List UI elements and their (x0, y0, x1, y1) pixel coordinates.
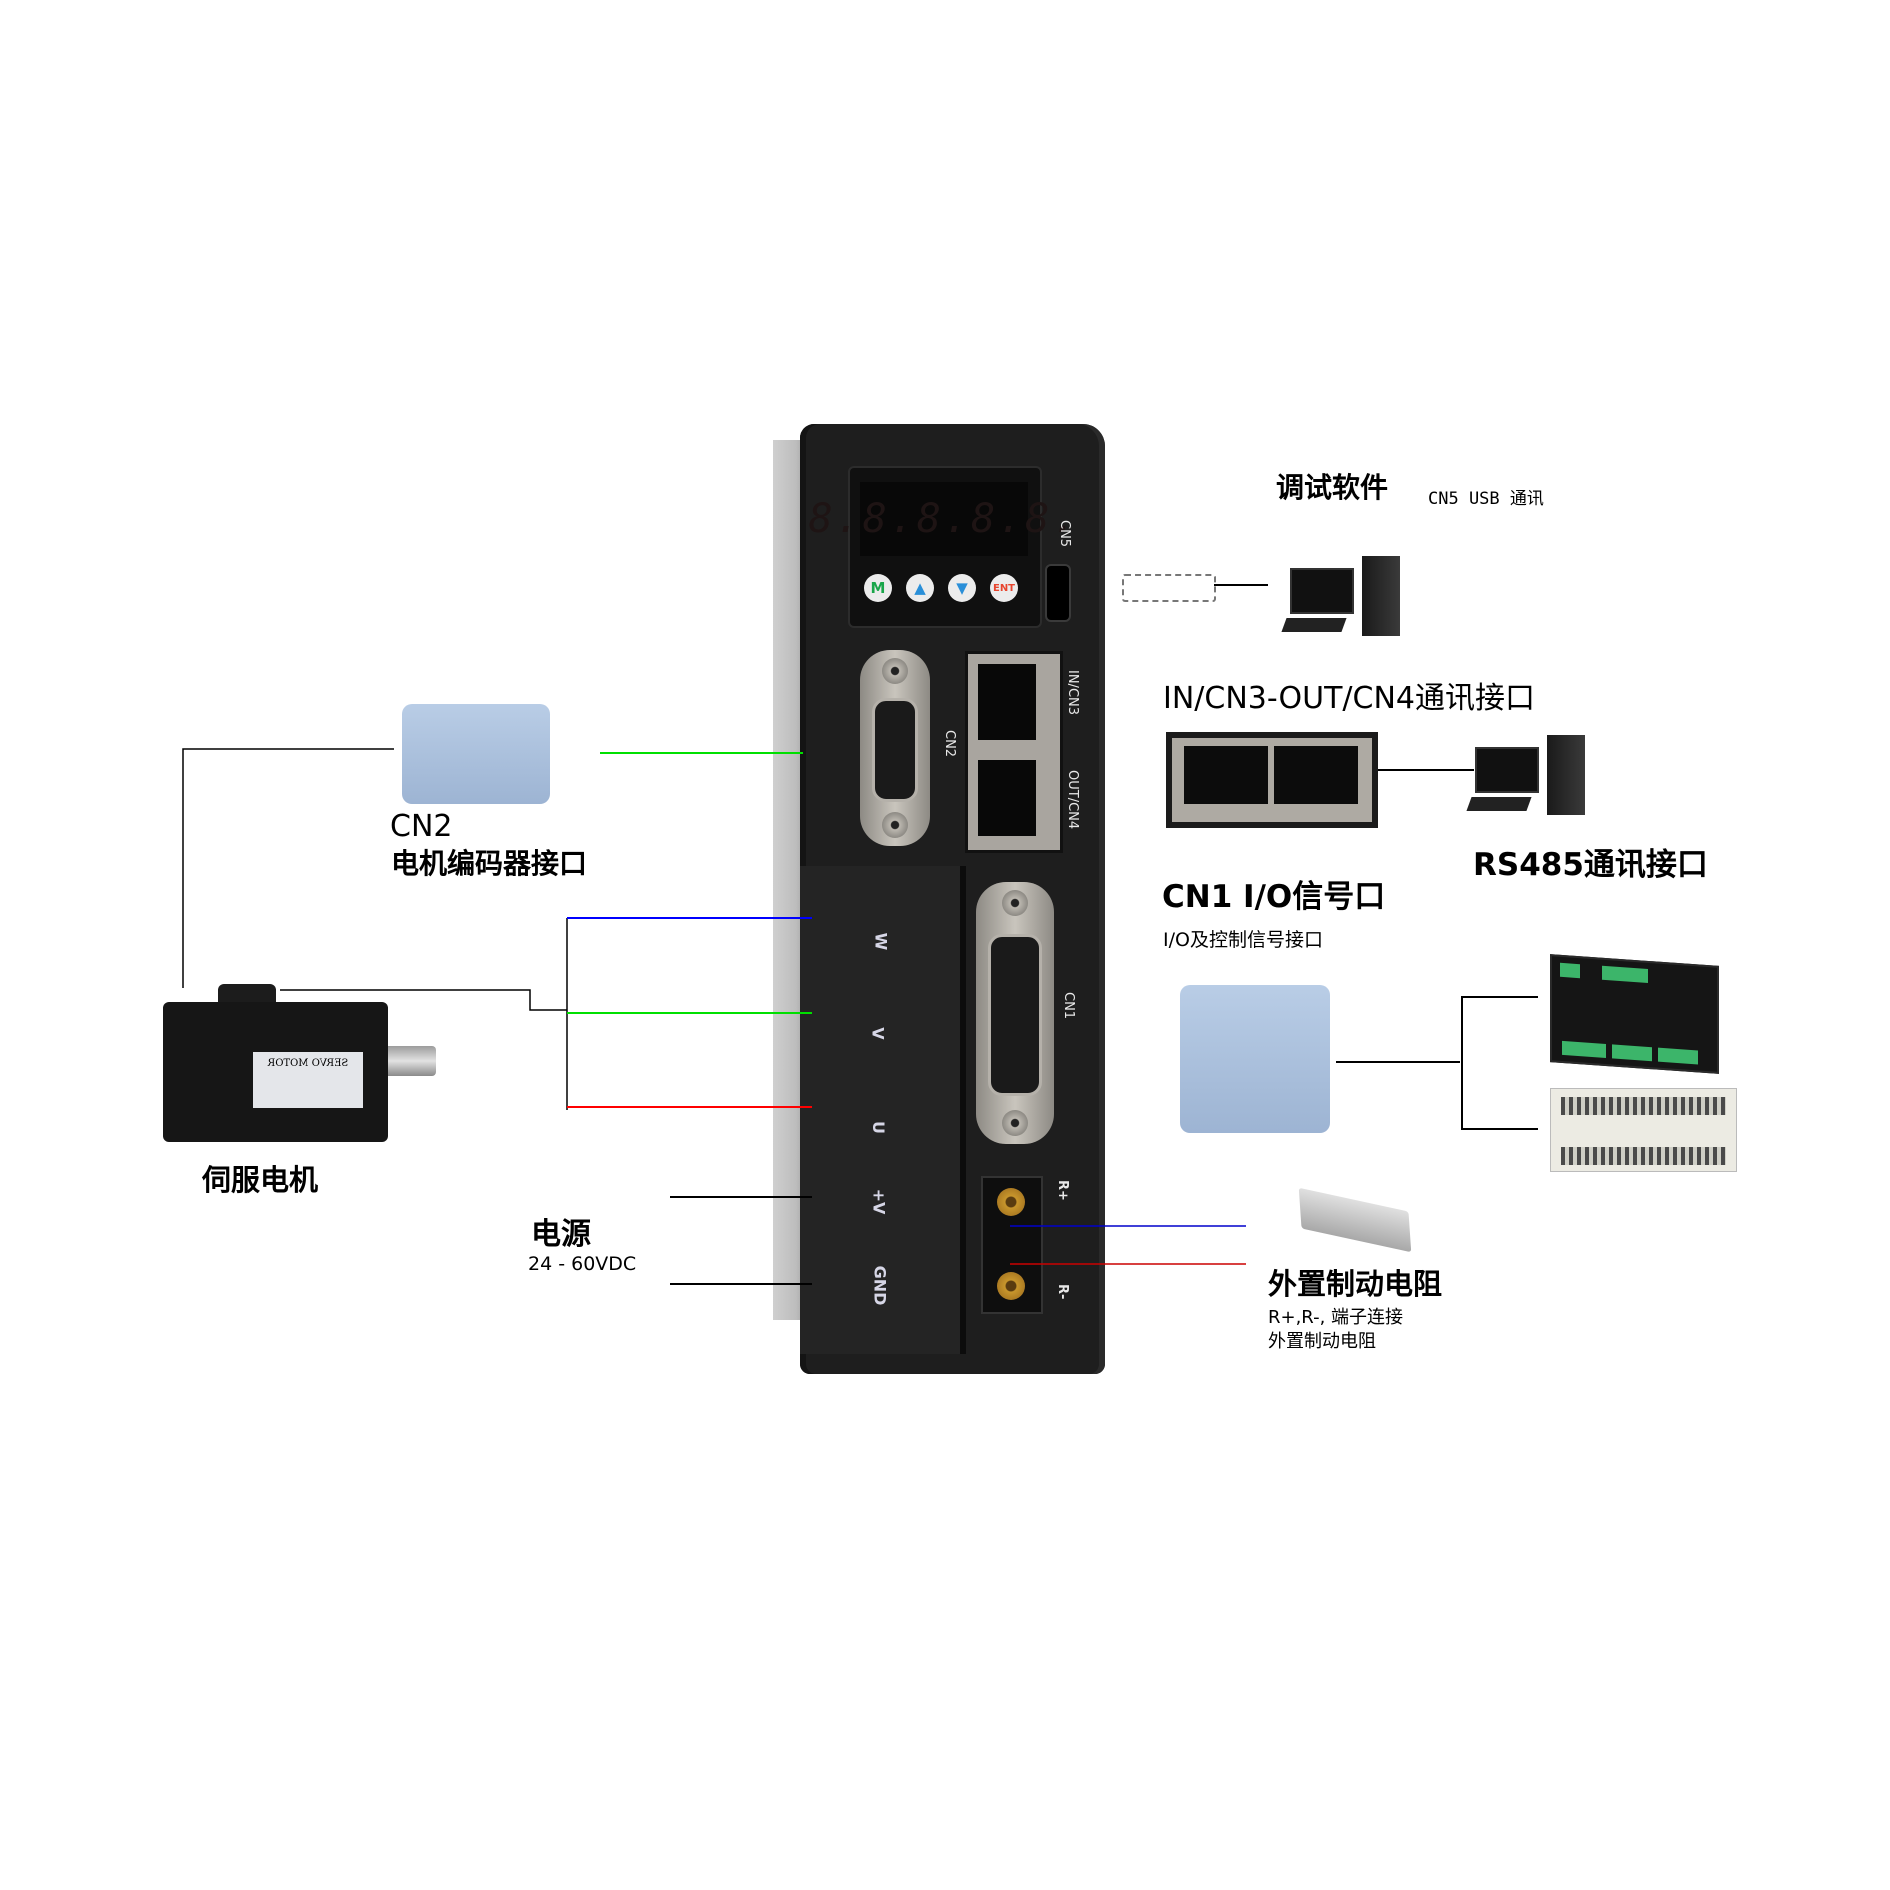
brass-insert (997, 1188, 1025, 1216)
brake-line2: 外置制动电阻 (1268, 1331, 1376, 1352)
servo-motor-icon: SERVO MOTOR (163, 984, 436, 1142)
motor-shaft (388, 1046, 436, 1076)
power-subtitle: 24 - 60VDC (528, 1253, 637, 1275)
rj45-port-icon (1274, 746, 1358, 804)
db25-plug-icon (1180, 985, 1330, 1133)
screw (1002, 1110, 1028, 1136)
screw (1002, 890, 1028, 916)
screw (882, 658, 908, 684)
debug-software-title: 调试软件 (1276, 471, 1389, 504)
cn2-subtitle: 电机编码器接口 (391, 847, 588, 880)
rj45-ports (965, 651, 1063, 853)
m-key-label: M (870, 579, 886, 597)
up-arrow-icon: ▲ (914, 579, 926, 597)
power-terminal-cover: W V U +V GND (800, 866, 966, 1354)
comm-port-title: IN/CN3-OUT/CN4通讯接口 (1163, 681, 1536, 716)
cn5-usb-port[interactable] (1045, 564, 1071, 622)
motor-title: 伺服电机 (202, 1163, 319, 1197)
rj45-port-icon (1184, 746, 1268, 804)
in-cn3-port[interactable] (978, 664, 1036, 740)
brake-resistor-terminal[interactable] (981, 1176, 1043, 1314)
down-arrow-icon: ▼ (956, 579, 968, 597)
debug-software-subtitle: CN5 USB 通讯 (1428, 489, 1544, 509)
plc-icon (1550, 1088, 1737, 1172)
db9-plug-icon (402, 704, 550, 804)
cn2-connector[interactable] (860, 650, 930, 846)
pc-icon (1281, 556, 1400, 646)
cn1-subtitle: I/O及控制信号接口 (1163, 929, 1323, 951)
screw (882, 812, 908, 838)
ent-key[interactable]: ENT (990, 574, 1018, 602)
brake-title: 外置制动电阻 (1268, 1267, 1443, 1301)
ent-key-label: ENT (992, 582, 1016, 594)
cn1-title: CN1 I/O信号口 (1162, 879, 1386, 915)
motion-controller-icon (1550, 954, 1719, 1074)
motor-power-cable (280, 989, 567, 1011)
nameplate-text: SERVO MOTOR (267, 1058, 349, 1069)
brake-line1: R+,R-, 端子连接 (1268, 1307, 1404, 1328)
cn1-socket (988, 934, 1042, 1096)
rs485-ports-image (1166, 732, 1378, 828)
out-cn4-port[interactable] (978, 760, 1036, 836)
rs485-title: RS485通讯接口 (1473, 847, 1708, 883)
down-key[interactable]: ▼ (948, 574, 976, 602)
controller-branch (1461, 996, 1538, 1130)
cn1-connector[interactable] (976, 882, 1054, 1144)
motor-nameplate: SERVO MOTOR (253, 1052, 363, 1108)
cn2-socket (872, 698, 918, 802)
power-title: 电源 (531, 1217, 591, 1252)
pc-icon (1466, 735, 1585, 825)
motor-encoder-cable (182, 748, 394, 988)
usb-cable-icon (1122, 574, 1216, 602)
m-key[interactable]: M (864, 574, 892, 602)
brass-insert (997, 1272, 1025, 1300)
up-key[interactable]: ▲ (906, 574, 934, 602)
control-panel: 8.8.8.8.8. M ▲ ▼ ENT (809, 466, 1076, 628)
cn2-title: CN2 (390, 809, 453, 844)
